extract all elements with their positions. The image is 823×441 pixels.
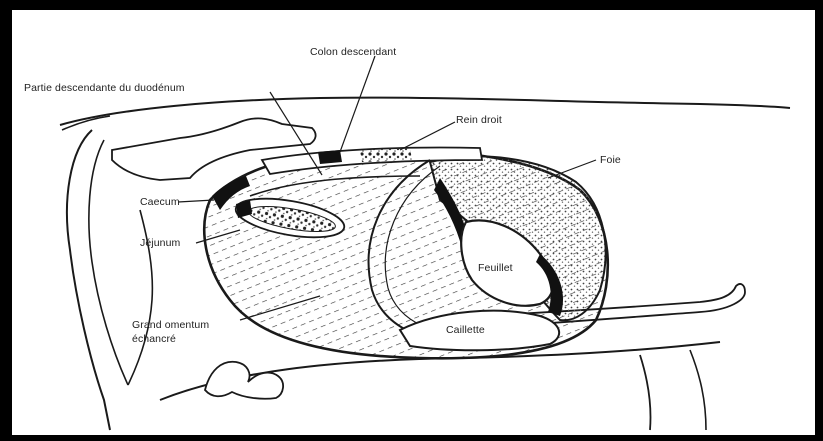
label-colon-descendant: Colon descendant [310, 46, 396, 58]
hind-limb-outline [67, 130, 110, 430]
colon-dark [318, 150, 342, 164]
front-leg-outline [640, 355, 651, 430]
label-foie: Foie [600, 154, 621, 166]
back-outline [60, 98, 790, 125]
colon-coarse [360, 148, 412, 162]
udder-outline [205, 362, 283, 399]
label-echancre: échancré [132, 333, 176, 345]
hind-limb-inner [89, 140, 128, 385]
front-leg-outline-2 [690, 350, 706, 430]
leader-rein [400, 122, 455, 150]
label-jejunum: Jéjunum [140, 237, 180, 249]
leader-foie [548, 160, 596, 178]
label-partie-descendante-duodenum: Partie descendante du duodénum [24, 82, 185, 94]
label-caillette: Caillette [446, 324, 485, 336]
label-caecum: Caecum [140, 196, 180, 208]
label-feuillet: Feuillet [478, 262, 513, 274]
leader-colon [340, 56, 375, 152]
label-grand-omentum: Grand omentum [132, 319, 209, 331]
label-rein-droit: Rein droit [456, 114, 502, 126]
